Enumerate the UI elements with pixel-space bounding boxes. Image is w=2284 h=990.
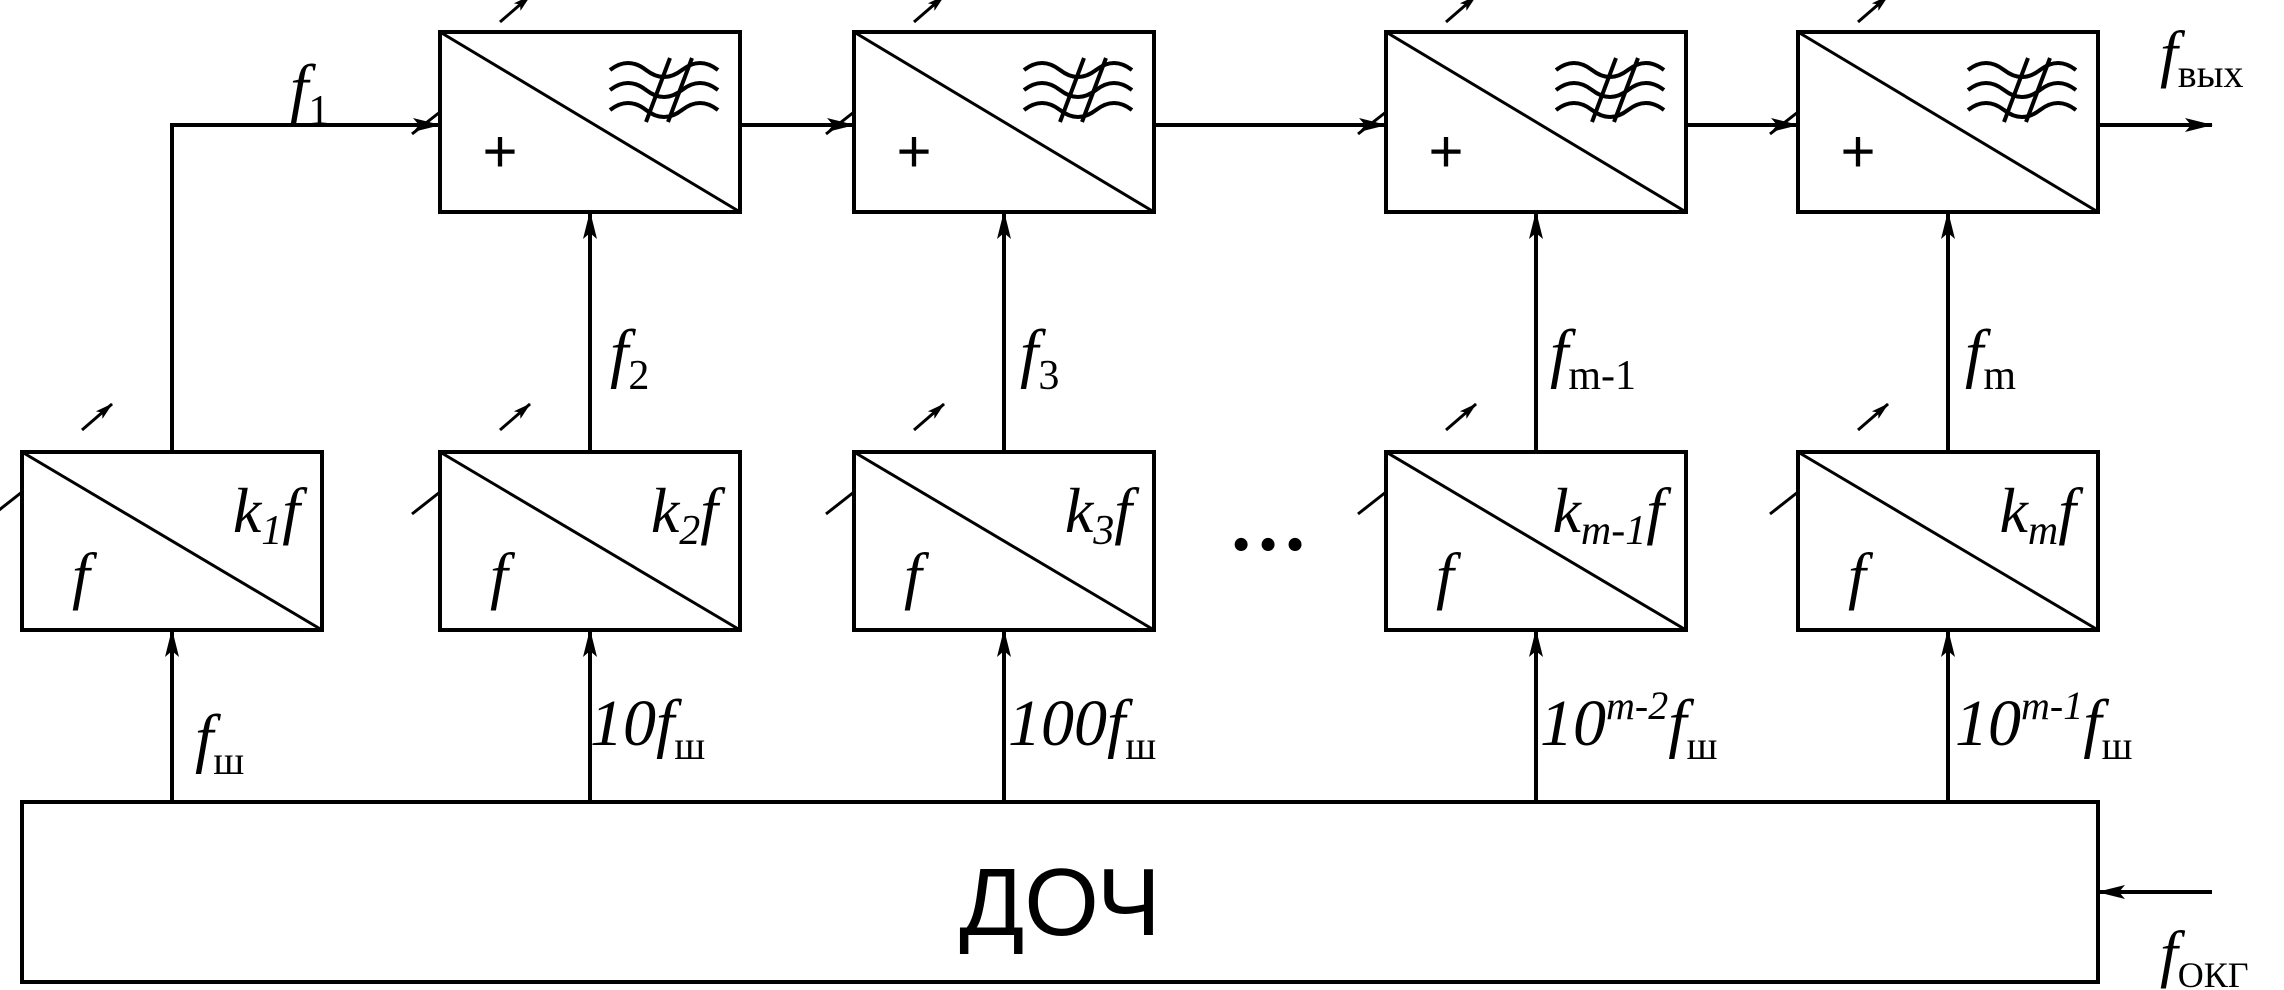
signal-label-up-5: fm [1965, 317, 2016, 399]
mixer-filter-2: + [825, 0, 1156, 214]
ellipsis: … [1228, 480, 1308, 568]
output-label: fвых [2160, 18, 2244, 96]
frequency-multiplier-2: f k2f [411, 402, 742, 632]
frequency-multiplier-1: f k1f [0, 402, 324, 632]
frequency-multiplier-5: f kmf [1769, 402, 2100, 632]
reference-input-label: fОКГ [2160, 918, 2249, 990]
mixer-filter-4: + [1769, 0, 2100, 214]
signal-label-up-1: f1 [290, 52, 329, 134]
multiplier-factor-label: km-1f [1552, 475, 1672, 554]
bandpass-filter-icon [608, 57, 720, 123]
bandpass-filter-icon [1022, 57, 1134, 123]
plus-sign: + [482, 118, 517, 185]
signal-label-in-2: 10fш [590, 687, 705, 768]
doch-label: ДОЧ [959, 849, 1161, 956]
multiplier-input-label: f [1848, 540, 1874, 611]
frequency-multiplier-4: f km-1f [1357, 402, 1688, 632]
multiplier-factor-label: kmf [1999, 475, 2084, 554]
plus-sign: + [1840, 118, 1875, 185]
bandpass-filter-icon [1554, 57, 1666, 123]
multiplier-factor-label: k2f [651, 475, 726, 554]
multiplier-input-label: f [1436, 540, 1462, 611]
multiplier-input-label: f [904, 540, 930, 611]
signal-label-in-5: 10m-1fш [1955, 683, 2133, 768]
signal-label-in-4: 10m-2fш [1540, 683, 1718, 768]
signal-label-up-4: fm-1 [1550, 317, 1636, 399]
plus-sign: + [1428, 118, 1463, 185]
mixer-filter-3: + [1357, 0, 1688, 214]
frequency-multiplier-3: f k3f [825, 402, 1156, 632]
multiplier-input-label: f [72, 540, 98, 611]
multiplier-factor-label: k1f [233, 475, 308, 554]
doch-block: ДОЧ [20, 800, 2100, 984]
signal-label-up-2: f2 [610, 317, 649, 399]
multiplier-input-label: f [490, 540, 516, 611]
bandpass-filter-icon [1966, 57, 2078, 123]
multiplier-factor-label: k3f [1065, 475, 1140, 554]
mixer-filter-1: + [411, 0, 742, 214]
signal-label-up-3: f3 [1020, 317, 1059, 399]
signal-label-in-3: 100fш [1008, 687, 1156, 768]
plus-sign: + [896, 118, 931, 185]
signal-label-in-1: fш [195, 702, 244, 783]
